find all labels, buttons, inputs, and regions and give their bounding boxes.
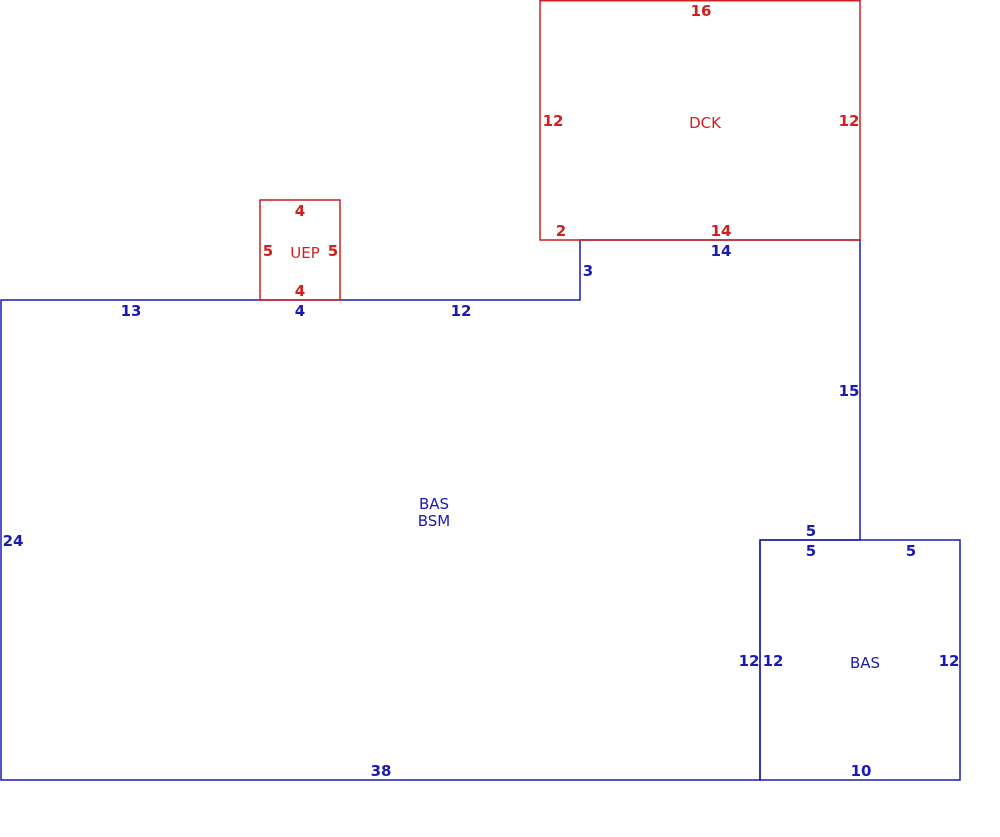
dck-bottom-dimension: 14 — [711, 222, 732, 240]
uep-left-dimension: 5 — [263, 242, 273, 260]
bas-left-dimension: 12 — [763, 652, 784, 670]
main-notch-right-dimension: 12 — [739, 652, 760, 670]
dck-area-label: DCK — [689, 114, 722, 132]
bas-right-dimension: 12 — [939, 652, 960, 670]
dck-top-dimension: 16 — [691, 2, 712, 20]
uep-right-dimension: 5 — [328, 242, 338, 260]
bas-top-left-dimension: 5 — [806, 542, 816, 560]
uep-area-label: UEP — [290, 244, 320, 262]
dck-left-dimension: 12 — [543, 112, 564, 130]
main-top-mid-dimension: 4 — [295, 302, 305, 320]
main-right-dimension: 15 — [839, 382, 860, 400]
main-area-label-2: BSM — [418, 512, 451, 530]
main-top-right-dimension: 12 — [451, 302, 472, 320]
dck-right-dimension: 12 — [839, 112, 860, 130]
main-area-label-1: BAS — [419, 495, 449, 513]
bas-area-outline — [759, 539, 961, 781]
main-notch-top-dimension: 5 — [806, 522, 816, 540]
bas-area-label: BAS — [850, 654, 880, 672]
bas-top-right-dimension: 5 — [906, 542, 916, 560]
bas-bottom-dimension: 10 — [851, 762, 872, 780]
dck-bottom-left-dimension: 2 — [556, 222, 566, 240]
main-top-left-dimension: 13 — [121, 302, 142, 320]
main-step-dimension: 3 — [583, 262, 593, 280]
main-left-dimension: 24 — [3, 532, 24, 550]
uep-top-dimension: 4 — [295, 202, 305, 220]
dck-area-outline — [539, 0, 861, 241]
main-step-top-dimension: 14 — [711, 242, 732, 260]
main-bottom-dimension: 38 — [371, 762, 392, 780]
uep-bottom-dimension: 4 — [295, 282, 305, 300]
uep-area-outline — [259, 199, 341, 301]
